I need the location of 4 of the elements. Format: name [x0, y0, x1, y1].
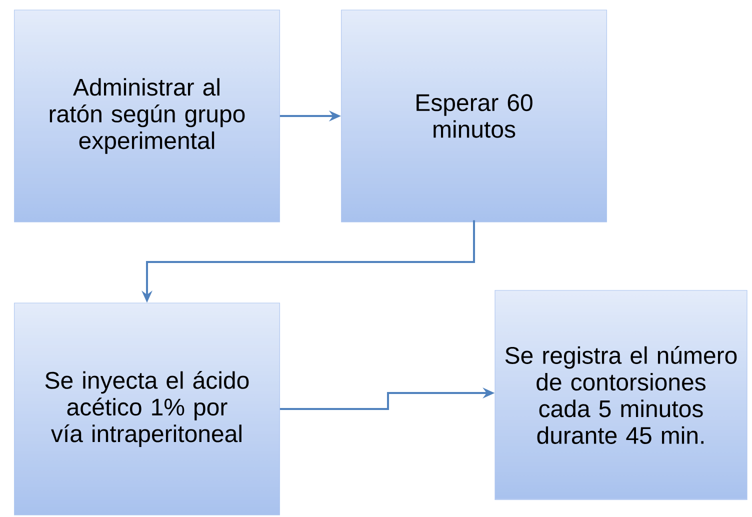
process-box: Se registra el número de contorsiones cada 5 minutos durante 45 min. [494, 290, 748, 500]
process-box: Esperar 60 minutos [341, 10, 607, 222]
process-box: Se inyecta el ácido acético 1% por vía intraperitoneal [14, 302, 280, 516]
process-box: Administrar al ratón según grupo experimental [14, 10, 280, 222]
